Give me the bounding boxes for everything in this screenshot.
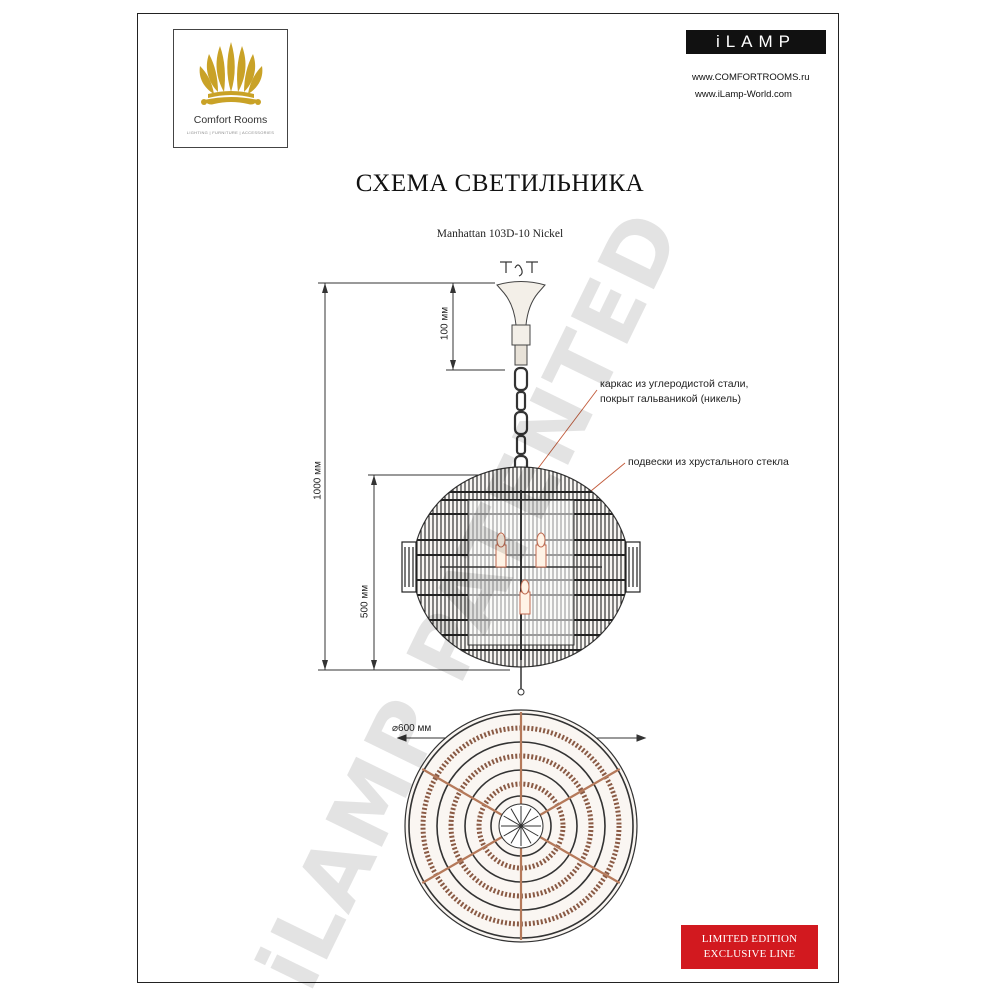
- url-ilamp-world[interactable]: www.iLamp-World.com: [695, 89, 792, 100]
- total-height-dimension: 1000 мм: [312, 461, 324, 500]
- stamp-line1: LIMITED EDITION: [701, 933, 798, 945]
- frame-annotation-line2: покрыт гальваникой (никель): [600, 393, 742, 405]
- crown-icon: [199, 42, 263, 105]
- chain: [513, 366, 529, 480]
- comfort-rooms-logo: Comfort Rooms LIGHTING | FURNITURE | ACC…: [173, 29, 288, 148]
- frame-annotation: каркас из углеродистой стали, покрыт гал…: [600, 377, 748, 407]
- page-title: СХЕМА СВЕТИЛЬНИКА: [355, 170, 645, 197]
- stamp-line2: EXCLUSIVE LINE: [703, 948, 796, 960]
- top-view: [396, 709, 647, 943]
- mount-hook: [500, 261, 538, 277]
- dimension-lines: [318, 282, 510, 671]
- logo-tagline: LIGHTING | FURNITURE | ACCESSORIES: [186, 130, 275, 135]
- canopy: [496, 281, 546, 366]
- canopy-dimension: 100 мм: [439, 306, 451, 341]
- diameter-dimension: ⌀600 мм: [392, 723, 432, 734]
- frame-annotation-line1: каркас из углеродистой стали,: [600, 378, 749, 390]
- url-comfortrooms[interactable]: www.COMFORTROOMS.ru: [692, 72, 810, 83]
- logo-name: Comfort Rooms: [193, 114, 268, 126]
- model-name: Manhattan 103D-10 Nickel: [436, 228, 564, 240]
- limited-edition-stamp: LIMITED EDITION EXCLUSIVE LINE: [681, 925, 818, 969]
- body-height-dimension: 500 мм: [359, 584, 371, 619]
- crystal-annotation: подвески из хрустального стекла: [628, 456, 789, 468]
- ilamp-logo: iLAMP: [686, 30, 826, 54]
- chandelier-body: [401, 466, 641, 696]
